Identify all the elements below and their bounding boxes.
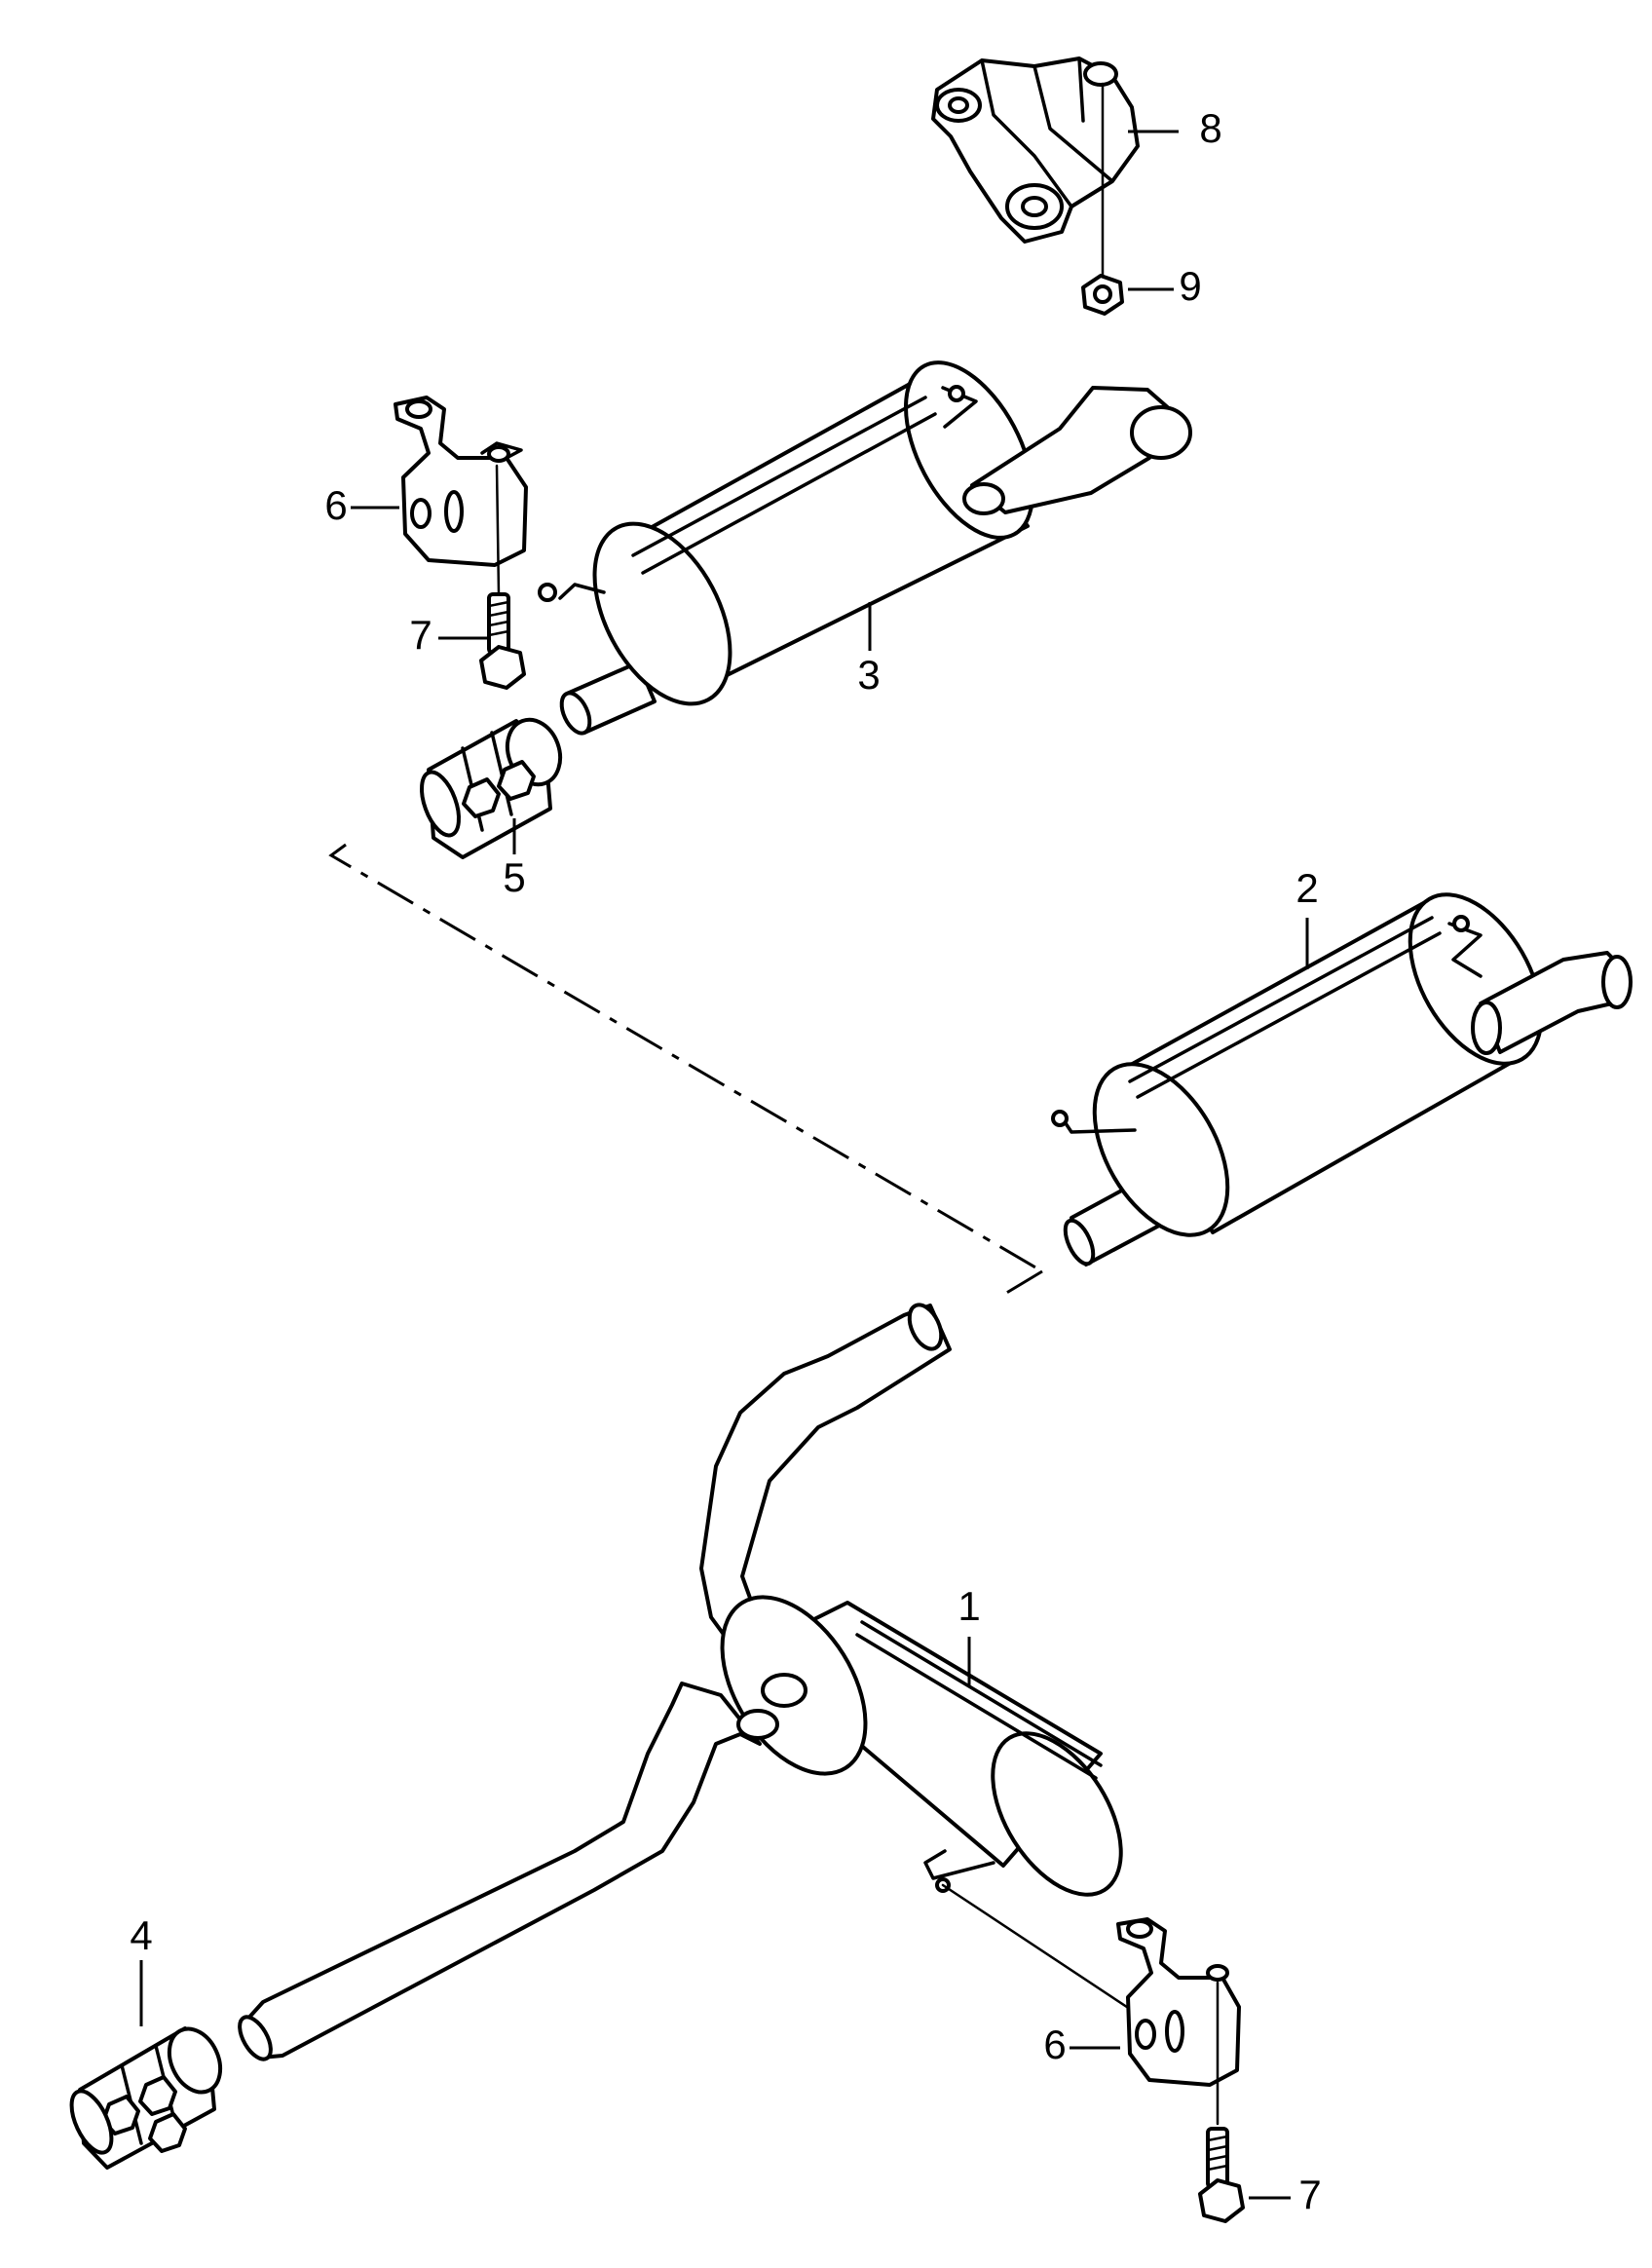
part-9-nut: [1081, 274, 1124, 316]
callout-7-upper: 7: [409, 612, 432, 658]
callout-1: 1: [957, 1583, 980, 1629]
part-4-clamp: [69, 2026, 223, 2170]
callout-9: 9: [1179, 263, 1201, 309]
part-7-bolt-upper: [479, 592, 526, 690]
part-5-clamp: [419, 717, 563, 859]
callout-4: 4: [130, 1912, 152, 1958]
callout-6-upper: 6: [324, 482, 347, 528]
part-7-upper-axis-line: [495, 464, 501, 596]
part-7-bolt-lower: [1198, 2127, 1245, 2223]
part-3-rear-silencer: [538, 360, 1192, 736]
assembly-connector-dashed-line: [328, 843, 1043, 1273]
callout-8: 8: [1199, 105, 1221, 151]
callout-7-lower: 7: [1298, 2172, 1321, 2217]
assembly-connector-dashed-line-end: [997, 1269, 1043, 1300]
part-6-rubber-mount-upper: [394, 396, 528, 567]
part-6-rubber-mount-lower: [1116, 1917, 1241, 2087]
callout-2: 2: [1295, 865, 1318, 911]
callout-6-lower: 6: [1043, 2022, 1066, 2067]
callout-5: 5: [503, 854, 525, 900]
part-8-mounting-bracket: [931, 57, 1140, 244]
callout-3: 3: [857, 652, 880, 698]
part-2-rear-silencer: [1051, 892, 1633, 1266]
part-1-front-pipe-silencer: [238, 1303, 1146, 2061]
